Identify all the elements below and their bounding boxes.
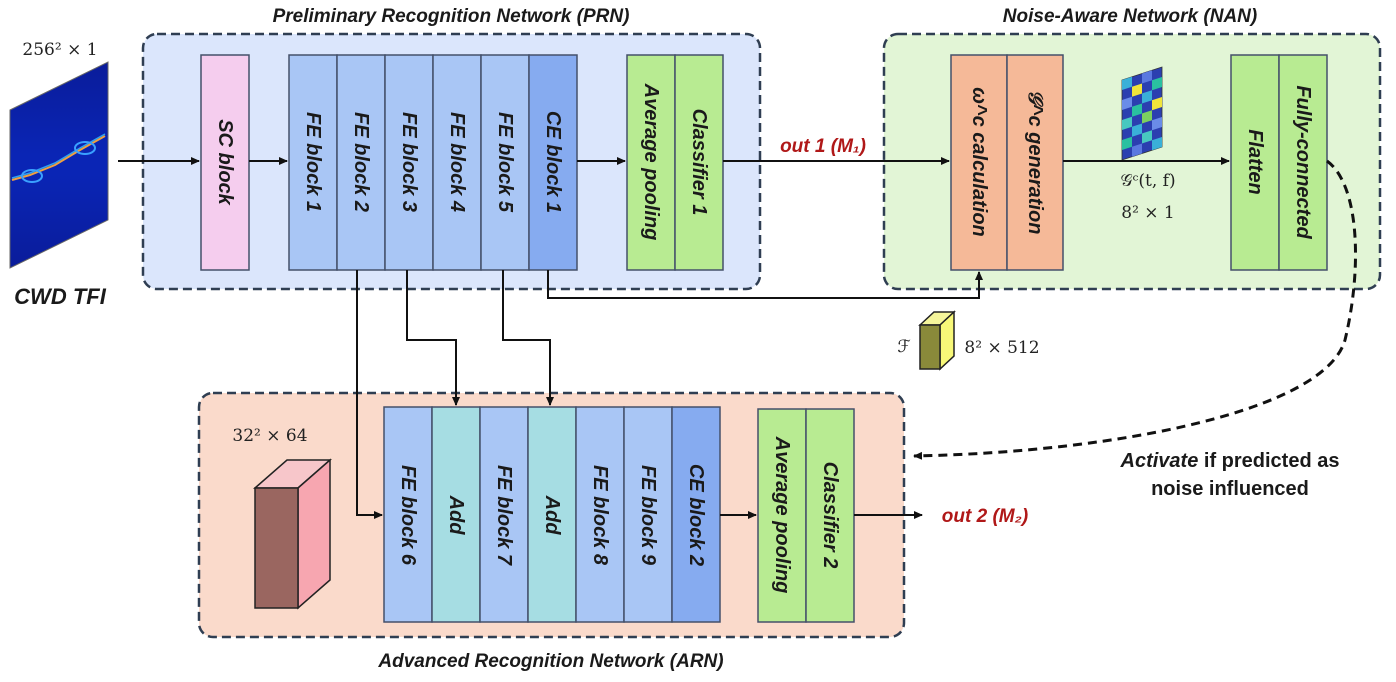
nan-block-fully-connected: Fully-connected bbox=[1278, 54, 1328, 271]
arn-block-classifier2: Classifier 2 bbox=[805, 408, 855, 623]
prn-block-fe5: FE block 5 bbox=[480, 54, 530, 271]
arn-block-add2: Add bbox=[527, 406, 577, 623]
nan-title: Noise-Aware Network (NAN) bbox=[1003, 6, 1257, 27]
arn-block-fe8: FE block 8 bbox=[575, 406, 625, 623]
svg-text:FE block 7: FE block 7 bbox=[493, 465, 515, 566]
svg-text:FE block 1: FE block 1 bbox=[302, 112, 324, 212]
flow-arrows bbox=[118, 157, 1358, 519]
svg-text:FE block 9: FE block 9 bbox=[637, 465, 659, 566]
activate-rest: if predicted as bbox=[1198, 450, 1339, 472]
feature-size: 8² × 512 bbox=[964, 338, 1039, 358]
arn-block-avgpool: Average pooling bbox=[757, 408, 807, 623]
activate-note-line1: Activate if predicted as bbox=[1120, 450, 1340, 472]
svg-text:Flatten: Flatten bbox=[1244, 129, 1266, 195]
svg-text:Add: Add bbox=[445, 495, 467, 536]
arn-block-fe9: FE block 9 bbox=[623, 406, 673, 623]
prn-block-fe1: FE block 1 bbox=[288, 54, 338, 271]
prn-block-sc: SC block bbox=[200, 54, 250, 271]
feature-symbol: ℱ bbox=[897, 337, 910, 357]
arn-block-add1: Add bbox=[431, 406, 481, 623]
svg-text:SC block: SC block bbox=[214, 119, 236, 205]
arn-feature-size: 32² × 64 bbox=[232, 426, 307, 446]
gc-map-size: 8² × 1 bbox=[1121, 203, 1175, 223]
nan-block-g-generation: 𝒢^c generation bbox=[1006, 54, 1064, 271]
svg-text:Average pooling: Average pooling bbox=[771, 436, 793, 594]
svg-text:CE block 2: CE block 2 bbox=[685, 464, 707, 566]
svg-text:Average pooling: Average pooling bbox=[640, 83, 662, 241]
svg-text:FE block 2: FE block 2 bbox=[350, 112, 372, 212]
prn-block-avgpool: Average pooling bbox=[626, 54, 676, 271]
arn-block-ce2: CE block 2 bbox=[671, 406, 721, 623]
arn-block-fe6: FE block 6 bbox=[383, 406, 433, 623]
arn-feature-box bbox=[253, 458, 332, 610]
activate-word: Activate bbox=[1120, 450, 1199, 472]
arn-title: Advanced Recognition Network (ARN) bbox=[377, 651, 723, 672]
cwd-tfi-image bbox=[9, 61, 109, 269]
svg-text:Classifier 1: Classifier 1 bbox=[688, 109, 710, 216]
svg-text:Fully-connected: Fully-connected bbox=[1292, 85, 1314, 239]
svg-text:ω^c calculation: ω^c calculation bbox=[968, 87, 990, 237]
out1-label: out 1 (M₁) bbox=[780, 136, 866, 157]
out2-label: out 2 (M₂) bbox=[942, 506, 1028, 527]
prn-block-classifier1: Classifier 1 bbox=[674, 54, 724, 271]
prn-title: Preliminary Recognition Network (PRN) bbox=[273, 6, 630, 27]
svg-text:FE block 8: FE block 8 bbox=[589, 465, 611, 566]
svg-text:Classifier 2: Classifier 2 bbox=[819, 462, 841, 569]
svg-text:FE block 3: FE block 3 bbox=[398, 112, 420, 212]
gc-map-label: 𝒢ᶜ(t, f) bbox=[1120, 171, 1175, 191]
svg-text:FE block 5: FE block 5 bbox=[494, 112, 516, 213]
arn-block-fe7: FE block 7 bbox=[479, 406, 529, 623]
activate-note-line2: noise influenced bbox=[1151, 478, 1309, 500]
nan-block-flatten: Flatten bbox=[1230, 54, 1280, 271]
feature-cube-f bbox=[918, 310, 956, 371]
svg-text:𝒢^c generation: 𝒢^c generation bbox=[1024, 90, 1046, 235]
svg-text:FE block 4: FE block 4 bbox=[446, 112, 468, 212]
prn-block-fe3: FE block 3 bbox=[384, 54, 434, 271]
nan-block-omega-calc: ω^c calculation bbox=[950, 54, 1008, 271]
prn-block-fe4: FE block 4 bbox=[432, 54, 482, 271]
prn-block-ce1: CE block 1 bbox=[528, 54, 578, 271]
gc-heatmap-image bbox=[1121, 66, 1163, 161]
input-label: CWD TFI bbox=[14, 284, 107, 309]
svg-text:CE block 1: CE block 1 bbox=[542, 111, 564, 213]
svg-text:FE block 6: FE block 6 bbox=[397, 465, 419, 566]
svg-text:Add: Add bbox=[541, 495, 563, 536]
prn-block-fe2: FE block 2 bbox=[336, 54, 386, 271]
input-size-label: 256² × 1 bbox=[22, 40, 97, 60]
